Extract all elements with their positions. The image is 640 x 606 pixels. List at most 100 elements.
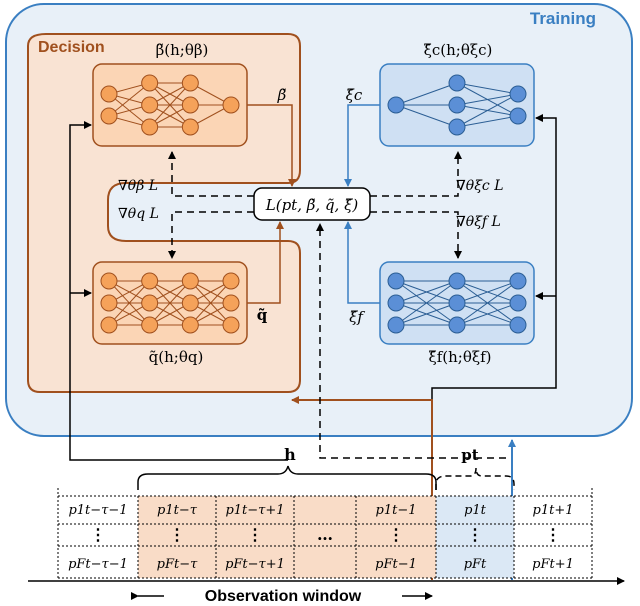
table-column-bg xyxy=(138,496,216,578)
grad-q-label: ∇θq L xyxy=(118,206,159,222)
grad-xif-arrow xyxy=(370,211,462,259)
net-node xyxy=(509,294,527,312)
observation-window-label: Observation window xyxy=(205,588,362,605)
table-cell: pFt+1 xyxy=(532,557,574,572)
loss-label: L(pt, β̃, q̃, ξ̃) xyxy=(265,196,359,214)
net-edge xyxy=(395,280,458,326)
net-edge xyxy=(456,115,519,128)
net-edge xyxy=(149,82,191,128)
table-cell: ⋮ xyxy=(247,525,263,544)
table-cell: p1t+1 xyxy=(533,503,574,518)
net-node xyxy=(181,294,199,312)
q-network xyxy=(100,272,240,334)
net-node xyxy=(141,118,159,136)
net-edge xyxy=(108,82,150,117)
net-node xyxy=(100,107,118,125)
net-edge xyxy=(456,93,519,128)
net-node xyxy=(100,316,118,334)
table-column-bg xyxy=(294,496,356,578)
net-edge xyxy=(189,280,232,326)
net-node xyxy=(387,294,405,312)
net-node xyxy=(448,118,466,136)
net-node xyxy=(100,85,118,103)
net-node xyxy=(141,272,159,290)
xi-c-output-label: ξ̃c xyxy=(346,86,363,104)
training-title: Training xyxy=(530,9,596,28)
net-node xyxy=(448,294,466,312)
net-edge xyxy=(395,302,458,326)
net-node xyxy=(448,316,466,334)
table-cell: … xyxy=(317,525,333,544)
xi-c-output-arrow xyxy=(344,104,380,187)
net-node xyxy=(141,294,159,312)
xi-f-output-label: ξ̃f xyxy=(349,308,365,326)
net-node xyxy=(387,316,405,334)
net-node xyxy=(141,96,159,114)
xi-c-network xyxy=(387,74,527,136)
net-node xyxy=(141,316,159,334)
xi-f-network xyxy=(387,272,527,334)
q-net-label: q̃(h;θq) xyxy=(149,348,204,366)
table-column-bg xyxy=(436,496,514,578)
net-edge xyxy=(395,280,458,304)
net-edge xyxy=(395,104,458,128)
neural-networks xyxy=(100,74,527,334)
net-node xyxy=(387,272,405,290)
table-cell: pFt−τ−1 xyxy=(68,557,128,572)
net-edge xyxy=(456,302,519,326)
pt-label: pt xyxy=(461,446,478,464)
table-cell: ⋮ xyxy=(169,525,185,544)
net-edge xyxy=(456,280,519,304)
net-node xyxy=(222,294,240,312)
net-edge xyxy=(456,82,519,95)
beta-network xyxy=(100,74,240,136)
beta-output-arrow xyxy=(247,104,296,187)
net-node xyxy=(509,85,527,103)
grad-xic-label: ∇θξc L xyxy=(456,178,504,194)
table-cell: ⋮ xyxy=(388,525,404,544)
decision-title: Decision xyxy=(38,39,105,56)
table-column-bg xyxy=(356,496,436,578)
net-node xyxy=(181,74,199,92)
q-output-label: q̃ xyxy=(257,306,268,324)
pt-to-loss-arrow xyxy=(316,223,513,476)
xi-f-output-arrow xyxy=(344,221,380,304)
table-cell: p1t xyxy=(464,503,487,518)
table-cell: pFt−τ xyxy=(157,557,198,572)
net-node xyxy=(509,272,527,290)
table-cell: p1t−τ xyxy=(157,503,198,518)
table-column-bg xyxy=(216,496,294,578)
table-cell: pFt−1 xyxy=(375,557,417,572)
net-node xyxy=(181,272,199,290)
net-edge xyxy=(149,280,191,326)
table-cell: pFt−τ+1 xyxy=(225,557,285,572)
table-cell: p1t−τ+1 xyxy=(225,503,284,518)
table-cell: pFt xyxy=(464,557,487,572)
net-edge xyxy=(456,93,519,106)
xi-c-net-label: ξ̃c(h;θξc) xyxy=(424,41,493,59)
net-node xyxy=(448,272,466,290)
net-node xyxy=(222,316,240,334)
beta-output-label: β̃ xyxy=(277,86,287,104)
grad-beta-label: ∇θβ L xyxy=(118,178,158,194)
q-output-arrow xyxy=(247,221,284,304)
xi-f-net-label: ξ̃f(h;θξf) xyxy=(428,348,491,366)
net-node xyxy=(509,107,527,125)
net-node xyxy=(387,96,405,114)
h-label: h xyxy=(284,445,296,464)
net-node xyxy=(509,316,527,334)
grad-xic-arrow xyxy=(370,151,462,197)
table-cell: ⋮ xyxy=(545,525,561,544)
pt-brace xyxy=(435,467,515,490)
loss-box xyxy=(253,187,371,221)
net-node xyxy=(100,294,118,312)
table-cell: ⋮ xyxy=(90,525,106,544)
grad-xif-label: ∇θξf L xyxy=(456,214,501,230)
time-series-table: p1t−τ−1 ⋮ pFt−τ−1 p1t−τ ⋮ pFt−τ p1t−τ+1 ⋮ pFt−τ+… xyxy=(57,488,593,579)
net-node xyxy=(141,74,159,92)
net-node xyxy=(222,96,240,114)
net-node xyxy=(181,96,199,114)
table-cell: p1t−τ−1 xyxy=(68,503,127,518)
net-node xyxy=(222,272,240,290)
